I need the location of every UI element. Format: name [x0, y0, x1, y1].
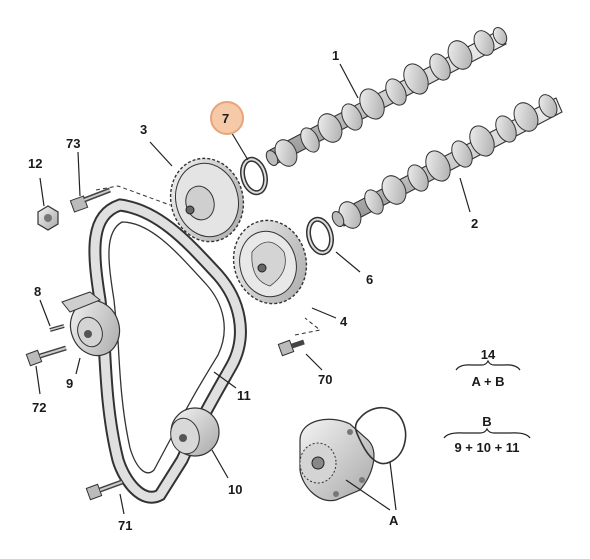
kit-14-contents: A + B: [471, 374, 504, 389]
bolt-70: [277, 339, 305, 357]
tensioner-9: [61, 291, 121, 357]
kit-b-contents: 9 + 10 + 11: [454, 440, 519, 455]
label-9: 9: [66, 376, 73, 391]
kit-14-number: 14: [481, 347, 496, 362]
label-10: 10: [228, 482, 242, 497]
bolt-73: [69, 187, 111, 213]
kit-14-brace: [455, 359, 521, 371]
label-8: 8: [34, 284, 41, 299]
sprocket-3: [169, 157, 245, 243]
label-2: 2: [471, 216, 478, 231]
label-1: 1: [332, 48, 339, 63]
nut-12: [37, 205, 59, 231]
label-70: 70: [318, 372, 332, 387]
sprocket-4: [232, 219, 308, 305]
part-labels: 1 2 3 4 6 7 8 9 10 11 12 70 71 72 73 A: [28, 48, 478, 533]
label-73: 73: [66, 136, 80, 151]
label-11: 11: [237, 388, 251, 403]
seal-6: [305, 216, 335, 256]
kit-legend-b: B 9 + 10 + 11: [443, 414, 531, 455]
kit-b-brace: [443, 427, 531, 439]
kit-legend-14: 14 A + B: [455, 347, 521, 389]
camshaft-upper: [265, 27, 508, 167]
label-12: 12: [28, 156, 42, 171]
idler-10: [170, 407, 220, 457]
alignment-lines: [95, 185, 322, 336]
highlight-marker: [210, 101, 244, 135]
label-71: 71: [118, 518, 132, 533]
kit-b-number: B: [482, 414, 491, 429]
label-3: 3: [140, 122, 147, 137]
camshaft-lower: [331, 94, 563, 229]
label-7: 7: [222, 111, 229, 126]
bolt-71: [85, 479, 123, 501]
label-A: A: [389, 513, 399, 528]
leader-lines: [35, 63, 471, 515]
pin-8: [49, 324, 65, 332]
label-72: 72: [32, 400, 46, 415]
seal-7: [239, 156, 269, 196]
label-6: 6: [366, 272, 373, 287]
bolt-72: [25, 345, 67, 367]
water-pump: [299, 418, 375, 502]
label-4: 4: [340, 314, 348, 329]
timing-belt-11: [88, 198, 247, 504]
